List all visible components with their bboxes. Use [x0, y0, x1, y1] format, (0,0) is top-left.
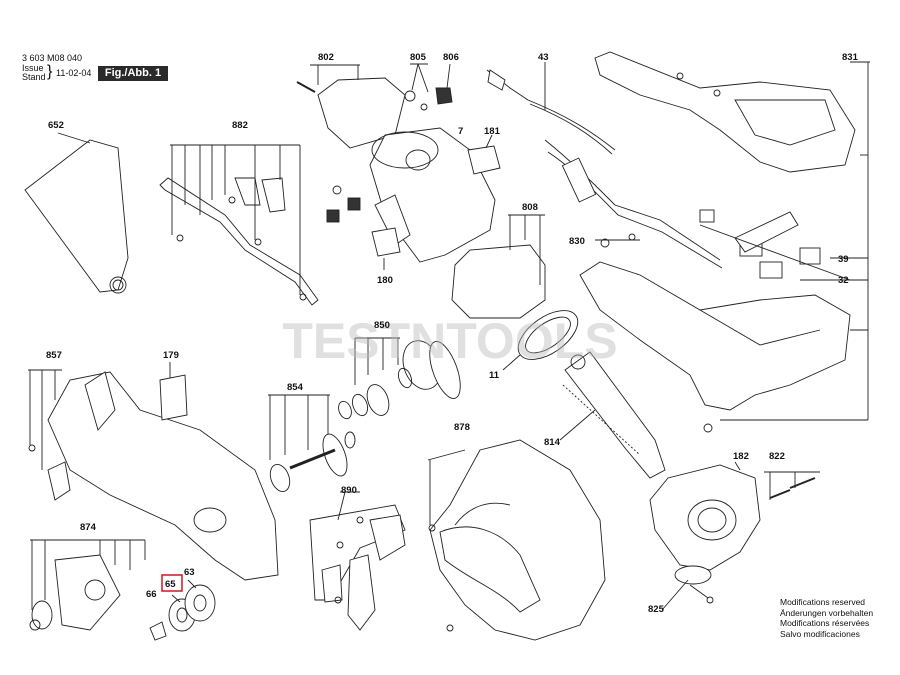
part-label-43: 43: [538, 52, 549, 63]
part-11-fan: [502, 310, 579, 371]
part-808-stator: [451, 214, 546, 319]
part-825-gearbox: [649, 464, 761, 611]
part-label-830: 830: [569, 236, 585, 247]
figure-label: Fig./Abb. 1: [98, 66, 168, 81]
stand-label: Stand: [22, 72, 46, 82]
mod-line-fr: Modifications réservées: [780, 618, 870, 628]
part-857-upper-guard: [28, 369, 279, 581]
part-label-179: 179: [163, 350, 179, 361]
part-874-guard-plate: [29, 539, 146, 631]
part-label-39: 39: [838, 254, 849, 265]
part-labels: 652 882 802 805 806 43 831 7 181 808 830…: [46, 52, 859, 615]
part-label-32: 32: [838, 275, 849, 286]
part-822-screws: [764, 471, 820, 500]
issue-date: 11-02-04: [56, 68, 92, 78]
part-label-805: 805: [410, 52, 427, 63]
part-label-181: 181: [484, 126, 501, 137]
part-label-874: 874: [80, 522, 97, 533]
part-label-882: 882: [232, 120, 248, 131]
part-label-857: 857: [46, 350, 62, 361]
part-652-guard-sheet: [24, 132, 129, 294]
part-854-shaft: [268, 394, 356, 492]
part-base-housing: [579, 261, 851, 433]
part-label-180: 180: [377, 275, 393, 286]
mod-line-en: Modifications reserved: [780, 597, 866, 607]
mod-line-es: Salvo modificaciones: [780, 628, 860, 639]
part-label-890: 890: [341, 485, 357, 496]
part-179-label: [159, 362, 188, 421]
doc-number: 3 603 M08 040: [22, 53, 83, 63]
part-label-182: 182: [733, 451, 749, 462]
part-830-screws: [595, 233, 640, 248]
part-882-rod: [159, 144, 319, 306]
part-814-armature: [559, 351, 666, 479]
part-850-gears: [338, 337, 461, 420]
part-890-bracket: [309, 491, 406, 631]
part-label-63: 63: [184, 567, 195, 578]
part-label-652: 652: [48, 120, 64, 131]
part-label-802: 802: [318, 52, 334, 63]
part-180-label: [371, 227, 401, 270]
part-805-806: [404, 63, 453, 111]
part-label-878: 878: [454, 422, 470, 433]
part-label-854: 854: [287, 382, 304, 393]
part-7-motor-housing: [369, 127, 496, 263]
part-43-cord: [486, 62, 616, 155]
part-label-808: 808: [522, 202, 538, 213]
brace: }: [47, 63, 53, 80]
part-wiring: [544, 139, 851, 281]
part-802-cap: [296, 64, 406, 149]
part-182-label: [734, 461, 741, 471]
issue-label: Issue: [22, 63, 44, 73]
part-181-label: [467, 134, 501, 175]
highlight-box-65: [161, 574, 183, 592]
modifications-note: Modifications reserved Änderungen vorbeh…: [780, 597, 873, 639]
part-878-lower-guard: [427, 439, 606, 641]
part-label-806: 806: [443, 52, 459, 63]
part-label-65: 65: [165, 579, 176, 590]
part-label-11: 11: [489, 370, 500, 381]
part-label-825: 825: [648, 604, 665, 615]
part-65-63-66-flanges: [149, 579, 216, 641]
mod-line-de: Änderungen vorbehalten: [780, 607, 874, 618]
watermark: TESTNTOOLS: [282, 313, 617, 369]
part-brushes: [326, 185, 361, 223]
part-label-822: 822: [769, 451, 785, 462]
part-label-66: 66: [146, 589, 157, 600]
part-label-7: 7: [458, 126, 463, 137]
part-831-handle: [594, 51, 870, 421]
part-label-850: 850: [374, 320, 390, 331]
part-label-814: 814: [544, 437, 561, 448]
part-label-831: 831: [842, 52, 859, 63]
